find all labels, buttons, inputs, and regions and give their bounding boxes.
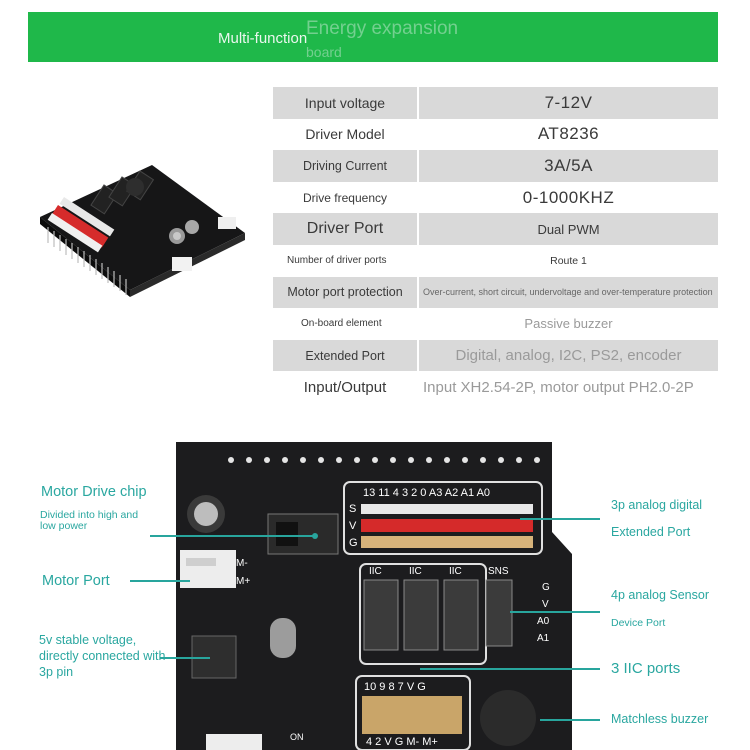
callout-motor-drive-chip-sub: Divided into high and low power: [40, 509, 139, 532]
spec-row: Driving Current 3A/5A: [273, 150, 718, 182]
spec-value: 7-12V: [419, 87, 718, 119]
callout-line: [160, 657, 210, 659]
spec-value: Over-current, short circuit, undervoltag…: [419, 276, 718, 309]
board-diagram: 13 11 4 3 2 0 A3 A2 A1 A0 S V G M- M+ II…: [176, 442, 572, 750]
spec-value: AT8236: [537, 124, 600, 144]
pin-s-label: S: [349, 503, 356, 515]
pin-header-label: 13 11 4 3 2 0 A3 A2 A1 A0: [363, 487, 490, 499]
spec-value: Dual PWM: [419, 213, 718, 245]
iic-label-2: IIC: [409, 566, 422, 577]
callout-extended-port: Extended Port: [611, 525, 691, 539]
callout-device-port: Device Port: [611, 617, 666, 629]
banner-ghost-title: Energy expansion: [306, 18, 459, 39]
spec-value: Input XH2.54-2P, motor output PH2.0-2P: [423, 378, 694, 396]
spec-row: Driver Port Dual PWM: [273, 213, 718, 245]
spec-key: Driving Current: [273, 150, 417, 182]
spec-value: Digital, analog, I2C, PS2, encoder: [419, 339, 718, 372]
spec-key: Extended Port: [273, 339, 417, 372]
callout-analog-sensor: 4p analog Sensor: [611, 588, 709, 602]
on-label: ON: [290, 732, 304, 742]
callout-line: [150, 535, 315, 537]
spec-value: Route 1: [550, 254, 587, 267]
spec-row: Number of driver ports Route 1: [273, 245, 718, 277]
pin-v-label: V: [349, 520, 357, 532]
sns-a0-label: A0: [537, 616, 550, 627]
callout-analog-digital: 3p analog digital: [611, 498, 703, 512]
spec-key: Driver Port: [273, 213, 417, 245]
spec-key: Input voltage: [273, 87, 417, 119]
callout-line: [420, 668, 600, 670]
pin-g-label: G: [349, 537, 358, 549]
spec-value: Passive buzzer: [524, 316, 613, 332]
callout-line: [540, 719, 600, 721]
callout-line: [510, 611, 600, 613]
spec-key: Driver Model: [305, 126, 385, 143]
callout-iic-ports: 3 IIC ports: [611, 660, 681, 677]
callout-stable-voltage: 5v stable voltage, directly connected wi…: [39, 633, 166, 679]
callout-dot: [312, 533, 318, 539]
iic-label-3: IIC: [449, 566, 462, 577]
m-minus-label: M-: [236, 558, 248, 569]
spec-key: Number of driver ports: [287, 254, 387, 266]
sns-a1-label: A1: [537, 633, 550, 644]
sns-g-label: G: [542, 582, 550, 593]
spec-row: Input voltage 7-12V: [273, 87, 718, 119]
callout-line: [130, 580, 190, 582]
spec-row: Input/Output Input XH2.54-2P, motor outp…: [273, 371, 733, 403]
spec-key: Motor port protection: [273, 276, 417, 309]
spec-value: 3A/5A: [419, 150, 718, 182]
callout-motor-port: Motor Port: [42, 573, 110, 589]
spec-value: 0-1000KHZ: [522, 187, 615, 207]
product-photo: [40, 165, 245, 297]
spec-key: Drive frequency: [302, 190, 388, 205]
spec-key: On-board element: [301, 317, 382, 329]
m-plus-label: M+: [236, 576, 250, 587]
spec-key: Input/Output: [303, 378, 387, 396]
callout-buzzer: Matchless buzzer: [611, 712, 709, 726]
sns-v-label: V: [542, 599, 549, 610]
spec-row: On-board element Passive buzzer: [273, 308, 718, 340]
spec-row: Driver Model AT8236: [273, 119, 718, 151]
header-banner: Energy expansion board Multi-function: [28, 12, 718, 62]
banner-title: Multi-function: [218, 30, 308, 47]
bottom-header-bottom-label: 4 2 V G M- M+: [366, 736, 438, 748]
banner-ghost-subtitle: board: [306, 44, 342, 60]
bottom-header-top-label: 10 9 8 7 V G: [364, 681, 426, 693]
spec-table: Input voltage 7-12V Driver Model AT8236 …: [273, 87, 718, 403]
spec-row: Motor port protection Over-current, shor…: [273, 276, 718, 309]
iic-label-1: IIC: [369, 566, 382, 577]
spec-row: Drive frequency 0-1000KHZ: [273, 182, 718, 214]
callout-motor-drive-chip: Motor Drive chip: [41, 484, 147, 500]
spec-row: Extended Port Digital, analog, I2C, PS2,…: [273, 339, 718, 372]
sns-label: SNS: [488, 566, 509, 577]
callout-line: [520, 518, 600, 520]
